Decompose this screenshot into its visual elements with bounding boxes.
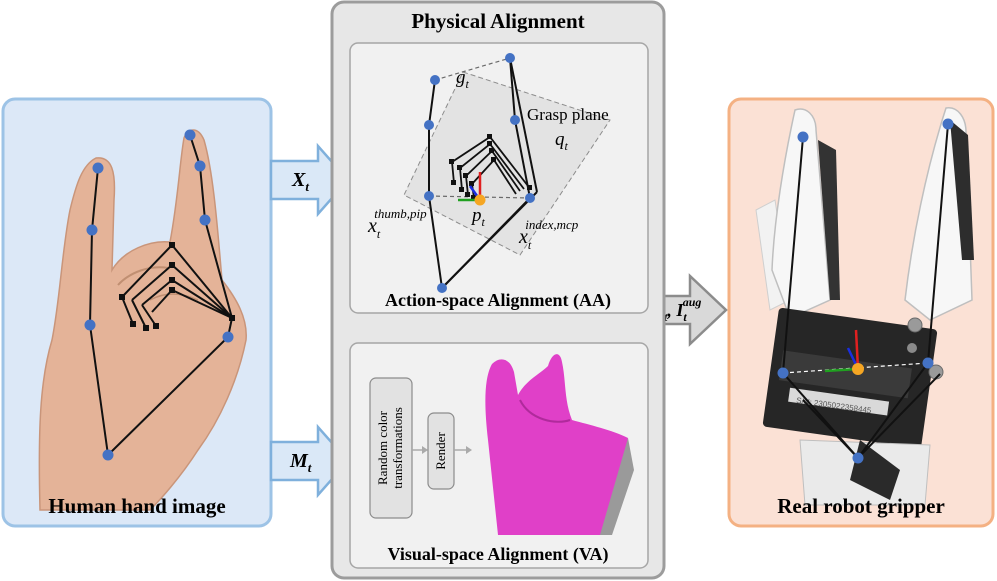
hand-keypoints xyxy=(84,129,234,461)
hand-crease-2 xyxy=(149,293,199,301)
left-panel-title: Human hand image xyxy=(48,494,225,518)
hand-skeleton-joints xyxy=(119,242,235,331)
hand-skeleton xyxy=(88,134,234,456)
g-label: gt xyxy=(456,67,470,91)
aa-keypoints xyxy=(424,53,535,293)
grasp-plane xyxy=(403,71,611,256)
left-panel: Human hand image xyxy=(1,97,273,528)
va-subpanel: Random color transformations Render Visu… xyxy=(349,342,649,569)
index-mcp-label: xtindex,mcp xyxy=(518,217,579,252)
rendered-hand-shadow xyxy=(600,438,634,535)
q-label: qt xyxy=(555,129,569,153)
center-panel: Physical Alignment xyxy=(330,0,666,580)
render-label: Render xyxy=(433,432,448,470)
right-panel: S/N: 2305022358445 xyxy=(727,97,995,528)
g-dashed-line xyxy=(434,57,511,81)
rendered-hand-shade xyxy=(519,399,571,423)
aa-title: Action-space Alignment (AA) xyxy=(385,290,611,311)
arrow-m-label: Mt xyxy=(289,450,312,475)
va-title: Visual-space Alignment (VA) xyxy=(387,544,608,565)
random-color-box xyxy=(369,377,413,519)
gripper-center-point xyxy=(852,363,864,375)
gripper-model xyxy=(428,57,538,289)
render-box xyxy=(427,412,455,490)
arrow-x-label: Xt xyxy=(291,169,309,194)
grasp-plane-label: Grasp plane xyxy=(527,105,609,124)
arrow-m: Mt xyxy=(269,423,350,499)
hand-crease xyxy=(117,266,169,286)
p-label: pt xyxy=(470,205,486,229)
random-color-line2: transformations xyxy=(390,407,405,489)
gripper-keypoints xyxy=(777,118,954,464)
va-arrow-1-head xyxy=(422,446,428,454)
random-color-line1: Random color xyxy=(375,410,390,485)
rendered-hand xyxy=(485,354,628,535)
finger-joints xyxy=(449,134,532,200)
va-arrow-2-head xyxy=(466,446,472,454)
right-panel-title: Real robot gripper xyxy=(777,494,945,518)
robot-gripper-photo: S/N: 2305022358445 xyxy=(755,107,974,506)
grasp-center-point xyxy=(474,194,486,206)
aa-subpanel: gt Grasp plane qt pt xtthumb,pip xtindex… xyxy=(349,42,649,314)
center-panel-title: Physical Alignment xyxy=(411,9,584,33)
thumb-pip-label: xtthumb,pip xyxy=(367,206,427,241)
